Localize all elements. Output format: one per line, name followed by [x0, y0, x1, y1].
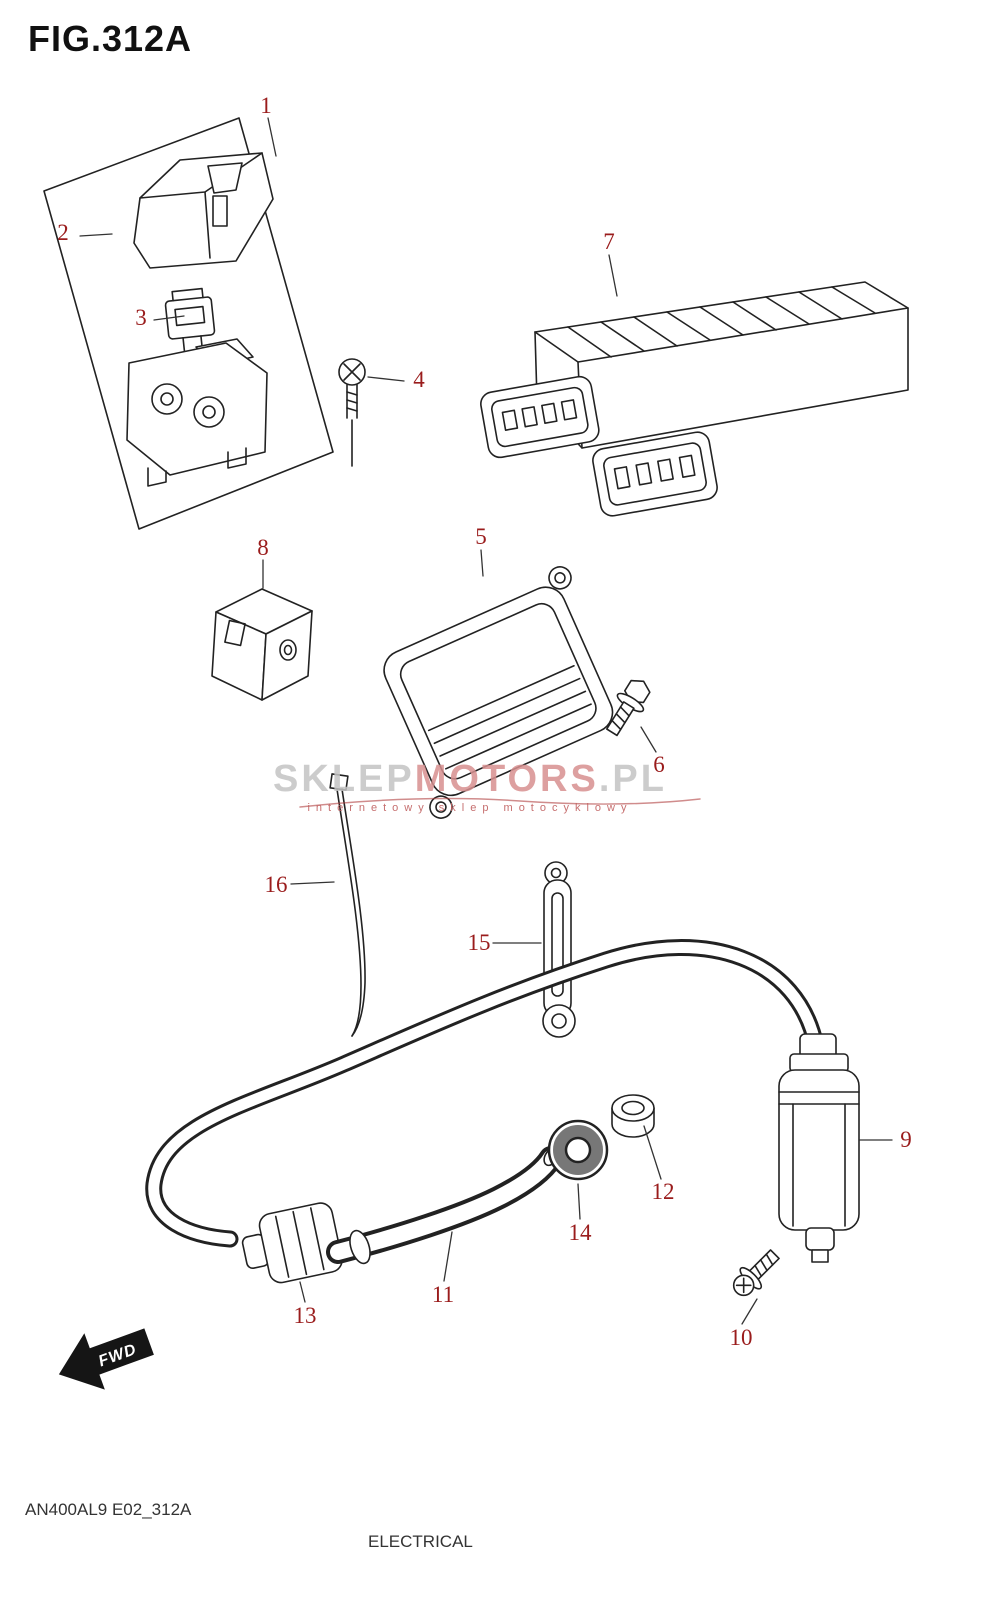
spark-plug-wire — [145, 939, 825, 1248]
callout-11: 11 — [431, 1282, 455, 1307]
ignition-coil — [778, 1033, 860, 1263]
fuse-box-cover — [133, 152, 274, 269]
plug-boot — [326, 1146, 563, 1265]
callout-1: 1 — [260, 93, 272, 118]
connector-item8 — [211, 588, 313, 701]
callout-6: 6 — [653, 752, 665, 777]
callout-8: 8 — [257, 535, 269, 560]
callout-7: 7 — [603, 229, 615, 254]
ecu-unit — [480, 281, 909, 517]
bolt-item10 — [732, 1249, 780, 1297]
bolt-item6 — [605, 679, 651, 737]
spacer — [611, 1094, 655, 1138]
figure-title: FIG.312A — [28, 18, 193, 59]
callout-5: 5 — [475, 524, 487, 549]
fuse-holder — [126, 338, 268, 487]
fwd-arrow-icon: FWD — [58, 1328, 154, 1390]
callout-13: 13 — [293, 1303, 317, 1328]
leader-lines — [79, 117, 893, 1325]
callout-15: 15 — [467, 930, 491, 955]
screw-item4 — [338, 358, 366, 467]
ecu-connector-2 — [592, 431, 718, 517]
callout-9: 9 — [900, 1127, 912, 1152]
callout-3: 3 — [135, 305, 147, 330]
figure-name: ELECTRICAL — [368, 1532, 473, 1551]
figure-code: AN400AL9 E02_312A — [25, 1500, 192, 1519]
callout-16: 16 — [264, 872, 288, 897]
callout-12: 12 — [651, 1179, 675, 1204]
cable-tie — [329, 773, 366, 1037]
watermark-underline — [299, 797, 701, 808]
callout-14: 14 — [568, 1220, 592, 1245]
bracket-item15 — [542, 861, 576, 1038]
regulator-rectifier — [383, 566, 614, 819]
spark-plug-cap — [241, 1202, 343, 1284]
grommet — [547, 1119, 609, 1181]
ecu-connector-1 — [480, 375, 600, 459]
callout-4: 4 — [413, 367, 425, 392]
callout-10: 10 — [729, 1325, 753, 1350]
fuse-box-frame — [43, 117, 334, 530]
callout-2: 2 — [57, 220, 69, 245]
